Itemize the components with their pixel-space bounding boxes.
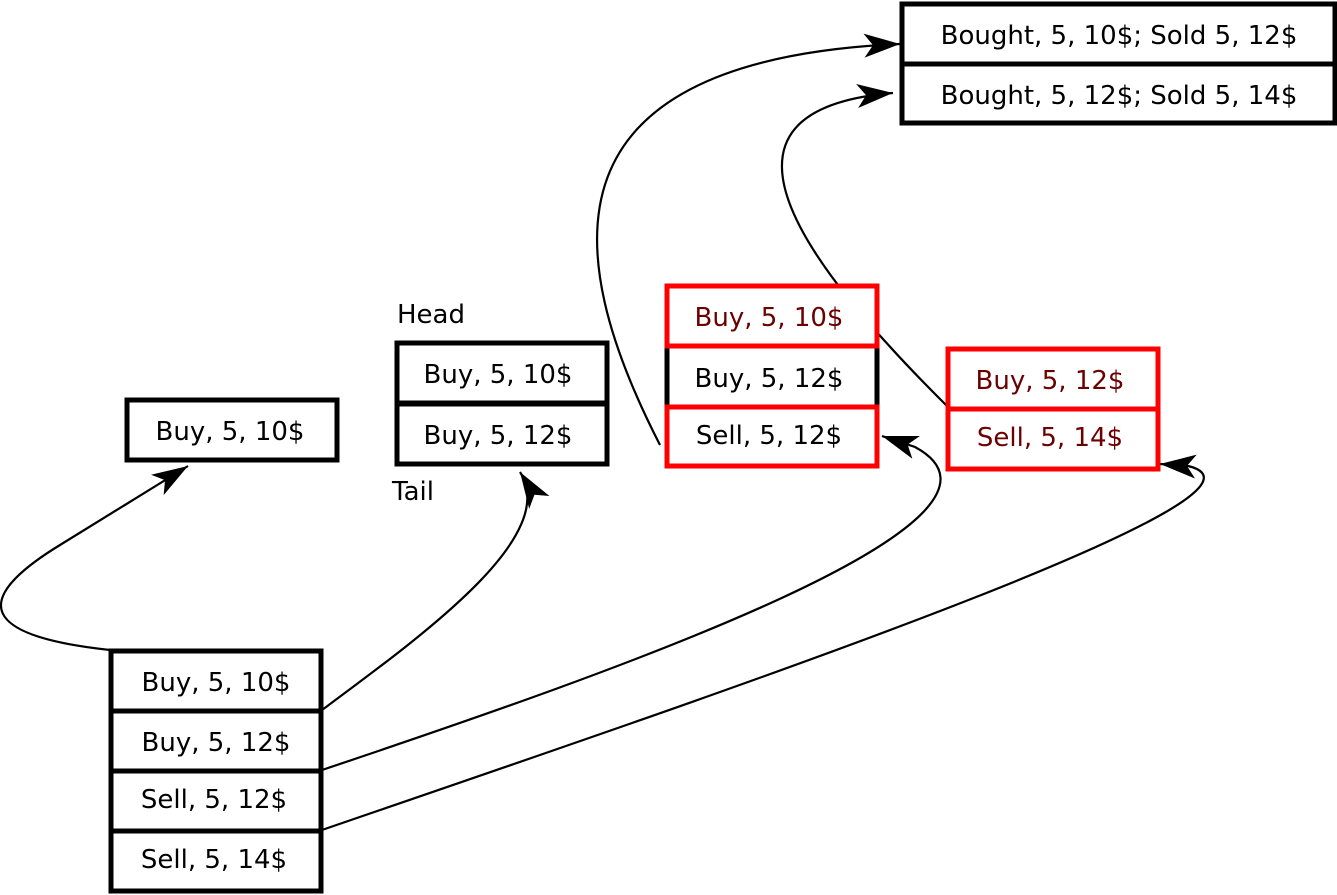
step1-box-buy-10 <box>124 397 340 463</box>
order-text-sell-12: Sell, 5, 12$ <box>141 785 287 815</box>
step3-box-sell-12 <box>664 404 880 469</box>
trade-text-1: Bought, 5, 10$; Sold 5, 12$ <box>941 21 1298 51</box>
trade-box-2 <box>899 61 1337 126</box>
step3-text-buy-10: Buy, 5, 10$ <box>695 303 844 333</box>
order-text-sell-14: Sell, 5, 14$ <box>141 845 287 875</box>
trade-results: Bought, 5, 10$; Sold 5, 12$ Bought, 5, 1… <box>899 1 1337 126</box>
step3-box-buy-12 <box>664 343 880 410</box>
step4-text-buy-12: Buy, 5, 12$ <box>976 366 1125 396</box>
arrow-step3-to-trade1 <box>596 33 901 446</box>
trade-text-2: Bought, 5, 12$; Sold 5, 14$ <box>941 81 1298 111</box>
step2-box-buy-12 <box>394 401 610 467</box>
step3-text-buy-12: Buy, 5, 12$ <box>695 364 844 394</box>
step2-queue: Head Buy, 5, 10$ Buy, 5, 12$ Tail <box>391 300 610 507</box>
step2-text-buy-10: Buy, 5, 10$ <box>424 360 573 390</box>
step3-queue: Buy, 5, 10$ Buy, 5, 12$ Sell, 5, 12$ <box>664 283 880 469</box>
order-box-buy-12 <box>108 708 324 774</box>
step1-queue: Buy, 5, 10$ <box>124 397 340 463</box>
step1-text-buy-10: Buy, 5, 10$ <box>156 417 305 447</box>
order-box-sell-12 <box>108 768 324 834</box>
order-text-buy-10: Buy, 5, 10$ <box>142 668 291 698</box>
arrow-order2-to-step2 <box>321 471 550 711</box>
order-box-sell-14 <box>108 828 324 894</box>
step4-text-sell-14: Sell, 5, 14$ <box>977 423 1123 453</box>
step2-text-buy-12: Buy, 5, 12$ <box>424 421 573 451</box>
order-text-buy-12: Buy, 5, 12$ <box>142 728 291 758</box>
step3-text-sell-12: Sell, 5, 12$ <box>696 421 842 451</box>
arrow-order3-to-step3 <box>321 434 942 772</box>
orders-list: Buy, 5, 10$ Buy, 5, 12$ Sell, 5, 12$ Sel… <box>108 648 324 894</box>
tail-label: Tail <box>391 477 434 507</box>
step4-queue: Buy, 5, 12$ Sell, 5, 14$ <box>945 346 1161 472</box>
head-label: Head <box>397 300 465 330</box>
connectors <box>0 33 1205 832</box>
step2-box-buy-10 <box>394 340 610 406</box>
trade-box-1 <box>899 1 1337 67</box>
step3-box-buy-10 <box>664 283 880 349</box>
arrow-order1-to-step1 <box>0 465 189 652</box>
arrow-order4-to-step4 <box>321 454 1205 832</box>
step4-box-sell-14 <box>945 406 1161 472</box>
arrow-step4-to-trade2 <box>780 84 948 407</box>
